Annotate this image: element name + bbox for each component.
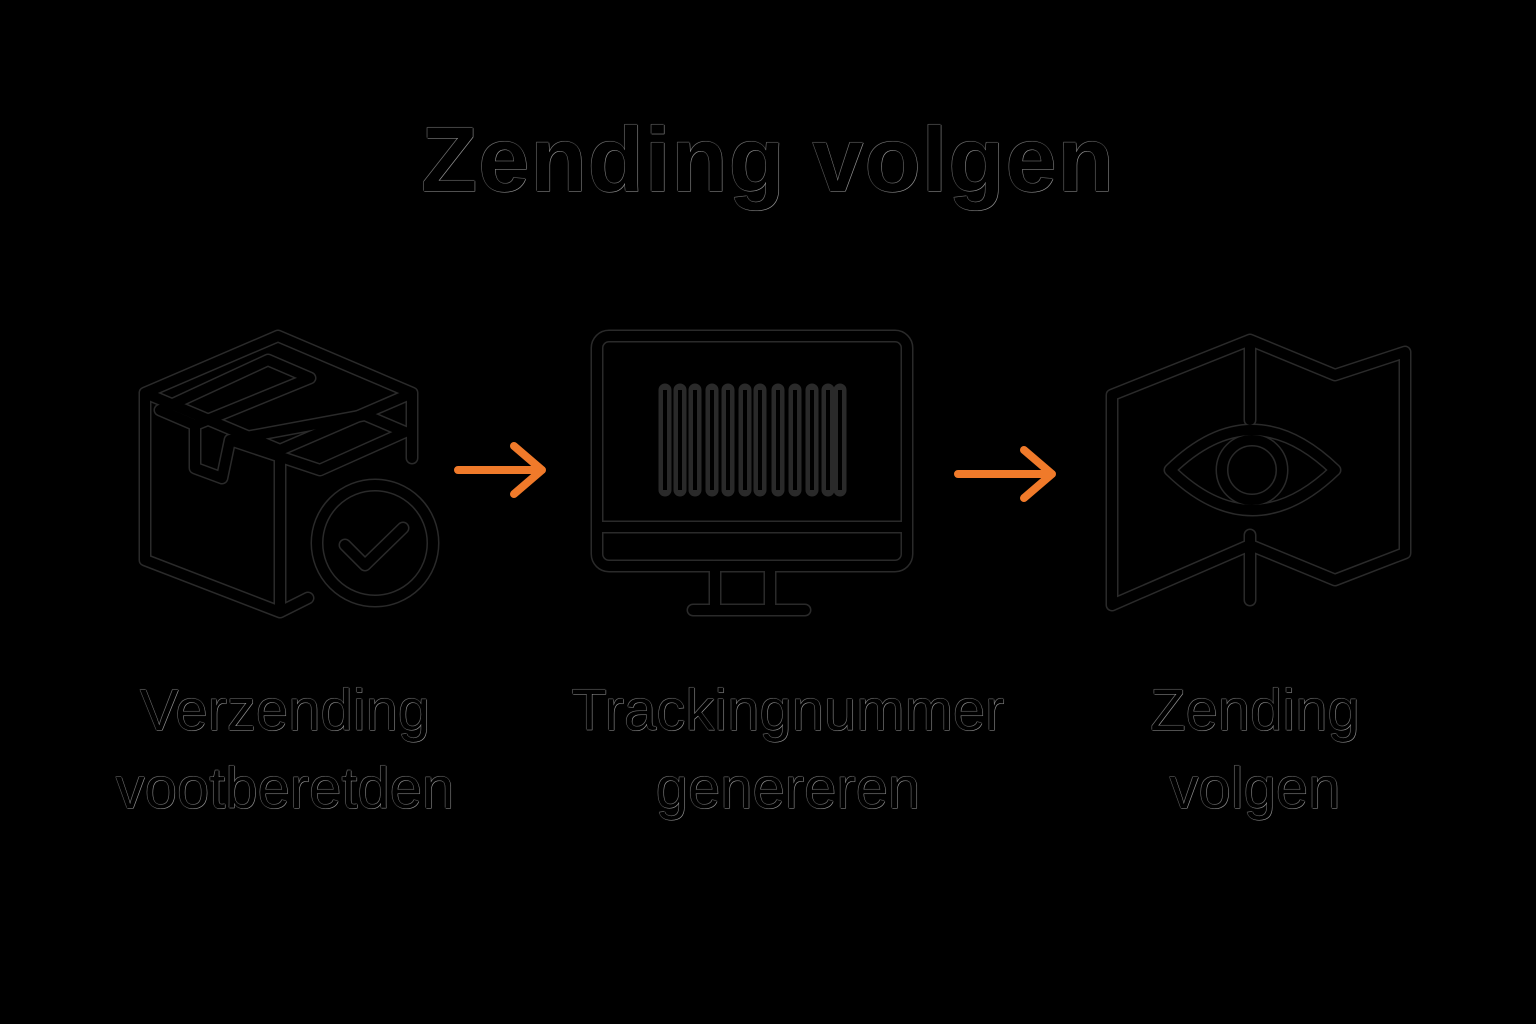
step-label-generate-tracking: Trackingnummer genereren [558,672,1018,828]
label-line: vootberetden [115,756,455,821]
step-label-prepare-shipment: Verzending vootberetden [55,672,515,828]
label-line: volgen [1169,756,1341,821]
map-eye-icon [1105,333,1412,612]
monitor-barcode-icon [590,329,914,617]
label-line: Verzending [139,678,431,743]
step-label-track-shipment: Zending volgen [1025,672,1485,828]
package-check-icon [138,329,440,619]
arrow-right-icon [454,442,546,498]
diagram-title: Zending volgen [421,109,1115,211]
label-line: Zending [1150,678,1360,743]
label-line: Trackingnummer [571,678,1005,743]
label-line: genereren [655,756,921,821]
arrow-right-icon [954,446,1056,502]
